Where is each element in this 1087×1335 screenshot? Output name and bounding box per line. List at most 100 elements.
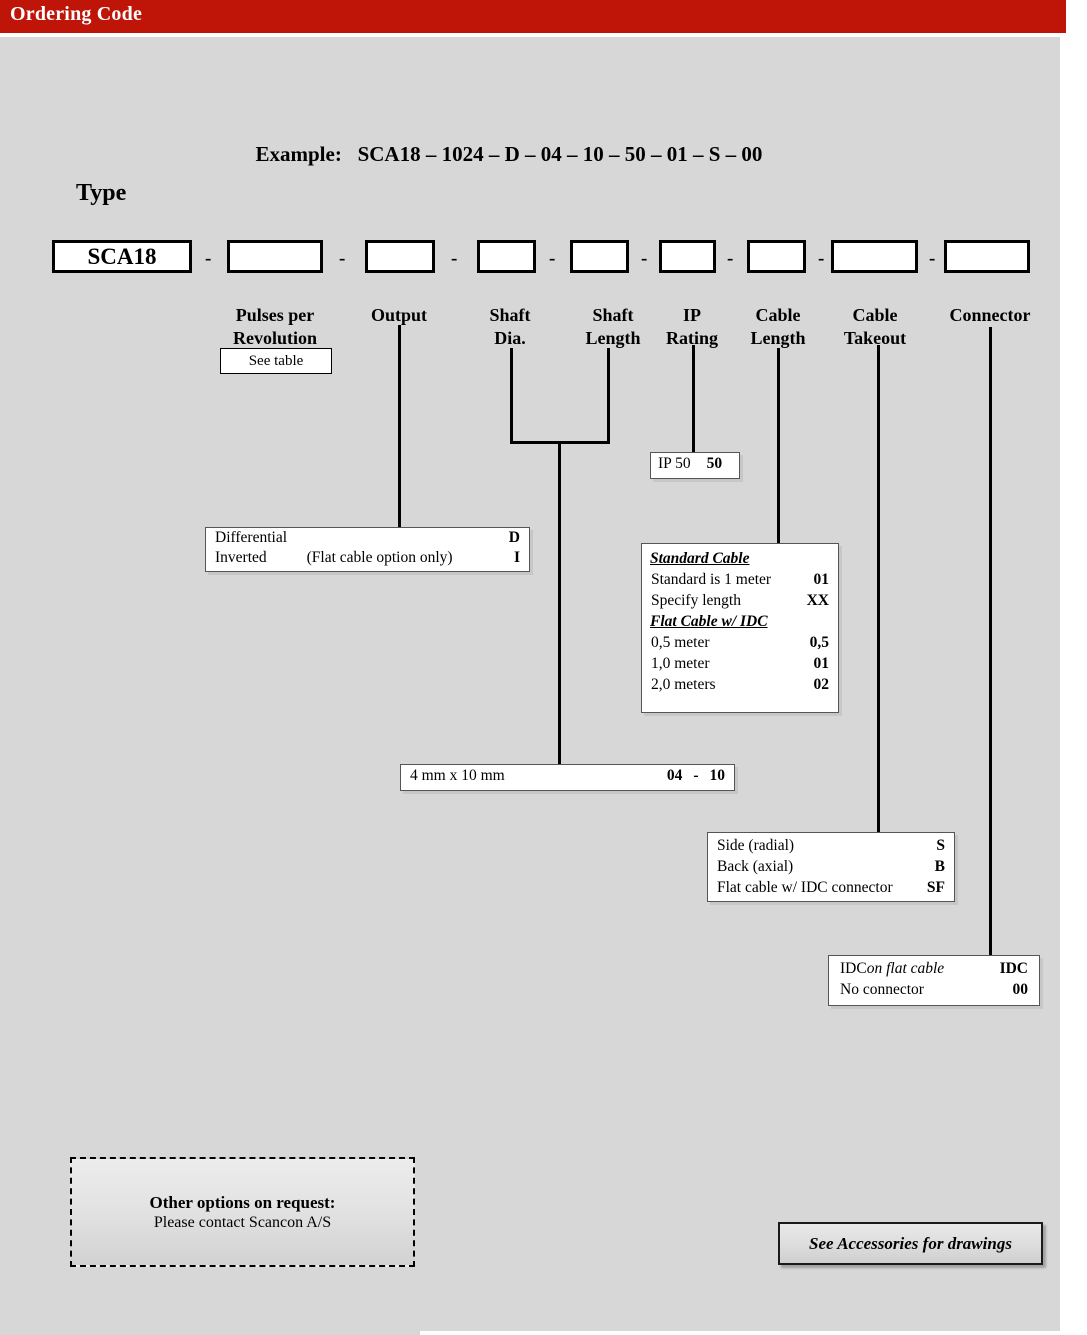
column-label-line1: Output — [370, 305, 428, 325]
cable-length-label: 1,0 meter — [651, 654, 710, 672]
cable-length-code: 02 — [813, 675, 830, 693]
leader-line-connector — [989, 327, 992, 956]
other-options-note: Other options on request: Please contact… — [70, 1157, 415, 1267]
code-box-ip-rating[interactable] — [659, 240, 716, 273]
panel-row: No connector 00 — [829, 979, 1039, 1000]
shaft-dia-code: 04 — [666, 767, 683, 784]
cable-length-label: Standard is 1 meter — [651, 570, 772, 588]
cable-takeout-label: Flat cable w/ IDC connector — [717, 878, 893, 896]
column-label-line2: Length — [585, 328, 641, 349]
column-label-line1: Cable — [755, 305, 801, 325]
cable-takeout-label: Side (radial) — [717, 836, 795, 854]
shaft-code-separator: - — [693, 767, 699, 784]
connector-label: No connector — [840, 980, 924, 998]
see-table-box[interactable]: See table — [220, 348, 332, 374]
column-label-shaft-length: Shaft Length — [564, 304, 662, 350]
cable-length-code: 01 — [813, 654, 830, 672]
column-label-connector: Connector — [930, 304, 1050, 327]
ip-rating-code: 50 — [706, 455, 723, 472]
column-label-line2: Dia. — [494, 328, 526, 349]
panel-row: Side (radial) S — [708, 835, 954, 856]
ordering-code-canvas — [0, 37, 1060, 1318]
column-label-line1: Shaft — [489, 305, 531, 325]
cable-length-group-title: Standard Cable — [650, 550, 750, 567]
leader-line-cable-takeout — [877, 345, 880, 833]
panel-row: Flat cable w/ IDC connector SF — [708, 877, 954, 898]
output-option-label: Inverted — [215, 549, 267, 566]
code-box-type[interactable]: SCA18 — [52, 240, 192, 273]
other-options-title: Other options on request: — [149, 1192, 336, 1212]
separator-5: - — [641, 248, 648, 269]
cable-takeout-code: S — [936, 836, 945, 854]
separator-8: - — [929, 248, 936, 269]
column-label-line1: Pulses per — [235, 305, 315, 325]
column-label-shaft-dia: Shaft Dia. — [462, 304, 558, 350]
separator-7: - — [818, 248, 825, 269]
leader-line-shaft-combined — [558, 441, 561, 765]
column-label-ip-rating: IP Rating — [650, 304, 734, 350]
page-title: Ordering Code — [10, 3, 143, 25]
cable-length-label: Specify length — [651, 591, 741, 609]
code-box-connector[interactable] — [944, 240, 1030, 273]
panel-row: 4 mm x 10 mm 04 - 10 — [401, 765, 734, 787]
panel-row: Inverted (Flat cable option only) I — [206, 548, 529, 568]
connector-label: IDC — [840, 959, 867, 977]
cable-takeout-label: Back (axial) — [717, 857, 794, 875]
column-label-line2: Rating — [665, 328, 718, 349]
example-line: Example: SCA18 – 1024 – D – 04 – 10 – 50… — [245, 117, 763, 167]
separator-6: - — [727, 248, 734, 269]
example-label: Example: — [255, 142, 342, 166]
cable-length-panel: Standard Cable Standard is 1 meter 01 Sp… — [641, 543, 839, 713]
code-box-shaft-length[interactable] — [570, 240, 629, 273]
other-options-subtitle: Please contact Scancon A/S — [153, 1213, 332, 1231]
column-label-line2: Revolution — [232, 328, 317, 349]
code-box-cable-takeout[interactable] — [831, 240, 918, 273]
shaft-dimensions-panel: 4 mm x 10 mm 04 - 10 — [400, 764, 735, 791]
panel-row: 0,5 meter 0,5 — [642, 632, 838, 653]
panel-row: Specify length XX — [642, 590, 838, 611]
cable-length-code: 0,5 — [809, 633, 829, 651]
separator-2: - — [339, 248, 346, 269]
column-label-line2: Length — [750, 328, 806, 349]
code-box-output[interactable] — [365, 240, 435, 273]
panel-row: Differential D — [206, 528, 529, 548]
code-box-shaft-dia[interactable] — [477, 240, 536, 273]
connector-code: 00 — [1012, 980, 1029, 998]
panel-row: Standard is 1 meter 01 — [642, 569, 838, 590]
column-label-line2: Takeout — [843, 328, 907, 349]
separator-3: - — [451, 248, 458, 269]
output-option-note: (Flat cable option only) — [306, 549, 453, 566]
code-box-pulses-per-revolution[interactable] — [227, 240, 323, 273]
cable-takeout-panel: Side (radial) S Back (axial) B Flat cabl… — [707, 832, 955, 902]
separator-1: - — [205, 248, 212, 269]
cable-length-code: XX — [806, 591, 829, 609]
connector-panel: IDC on flat cable IDC No connector 00 — [828, 955, 1040, 1006]
header-bar: Ordering Code — [0, 0, 1066, 33]
leader-line-cable-length — [777, 348, 780, 544]
ip-rating-label: IP 50 — [658, 455, 691, 472]
code-box-cable-length[interactable] — [747, 240, 806, 273]
leader-line-shaft-dia — [510, 348, 513, 443]
cable-takeout-code: SF — [926, 878, 945, 896]
cable-length-label: 2,0 meters — [651, 675, 716, 693]
output-option-code: D — [508, 529, 520, 546]
panel-row: Back (axial) B — [708, 856, 954, 877]
cable-takeout-code: B — [934, 857, 945, 875]
panel-row: 2,0 meters 02 — [642, 674, 838, 695]
see-accessories-button[interactable]: See Accessories for drawings — [778, 1222, 1043, 1265]
leader-line-ip-rating — [692, 345, 695, 453]
connector-label-italic: on flat cable — [866, 959, 945, 977]
type-label: Type — [76, 180, 127, 206]
column-label-pulses-per-revolution: Pulses per Revolution — [210, 304, 340, 350]
column-label-line1: IP — [683, 305, 701, 325]
shaft-length-code: 10 — [709, 767, 726, 784]
output-option-label: Differential — [215, 529, 288, 546]
column-label-cable-takeout: Cable Takeout — [826, 304, 924, 350]
cable-length-group-title: Flat Cable w/ IDC — [650, 613, 768, 630]
panel-row: IDC on flat cable IDC — [829, 958, 1039, 979]
ip-rating-panel: IP 50 50 — [650, 452, 740, 479]
column-label-line1: Cable — [852, 305, 898, 325]
output-option-code: I — [513, 549, 520, 566]
column-label-line1: Shaft — [592, 305, 634, 325]
panel-row: IP 50 50 — [651, 453, 739, 475]
